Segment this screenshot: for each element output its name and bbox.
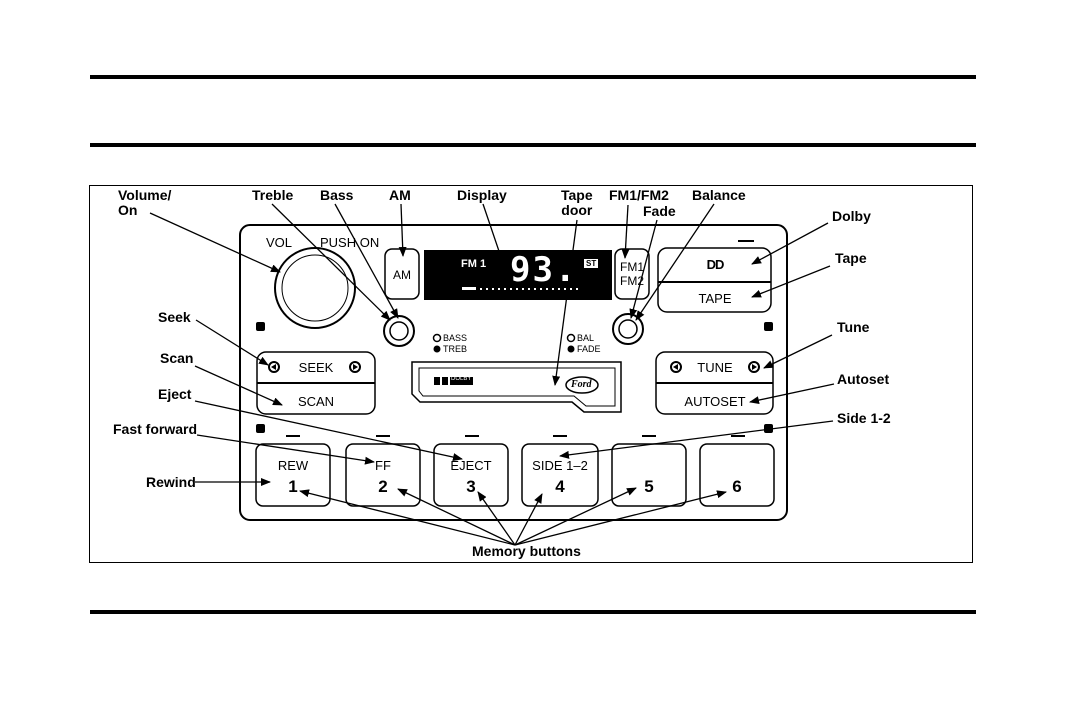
preset-5-number[interactable]: 5 [612, 477, 686, 497]
tune-button[interactable]: TUNE [684, 360, 746, 375]
bal-indicator-label: BAL [577, 333, 594, 343]
push-on-text: PUSH ON [320, 235, 379, 250]
label-fm1-fm2: FM1/FM2 [609, 188, 669, 203]
label-display: Display [457, 188, 507, 203]
mount-hole-tl [256, 322, 265, 331]
label-balance: Balance [692, 188, 746, 203]
label-autoset: Autoset [837, 372, 889, 387]
label-memory-buttons: Memory buttons [472, 544, 581, 559]
tape-button[interactable]: TAPE [680, 291, 750, 306]
preset-2-label[interactable]: FF [346, 458, 420, 473]
fm2-label[interactable]: FM2 [617, 274, 647, 288]
brand-logo-text: Ford [571, 379, 592, 390]
label-eject: Eject [158, 387, 191, 402]
dolby-button[interactable]: DD [700, 257, 730, 272]
label-tape-door: Tape door [561, 188, 593, 218]
display-band: FM 1 [461, 258, 486, 270]
label-tape: Tape [835, 251, 867, 266]
treb-indicator-label: TREB [443, 344, 467, 354]
autoset-button[interactable]: AUTOSET [674, 394, 756, 409]
mount-hole-bl [256, 424, 265, 433]
bass-indicator-label: BASS [443, 333, 467, 343]
preset-2-number[interactable]: 2 [346, 477, 420, 497]
display-stereo: ST [584, 259, 598, 268]
dolby-bnr-badge: DOLBY B NR [451, 376, 487, 382]
fade-indicator-label: FADE [577, 344, 601, 354]
preset-3-number[interactable]: 3 [434, 477, 508, 497]
preset-4-number[interactable]: 4 [522, 477, 598, 497]
scan-button[interactable]: SCAN [285, 394, 347, 409]
label-tune: Tune [837, 320, 869, 335]
label-rewind: Rewind [146, 475, 196, 490]
label-dolby: Dolby [832, 209, 871, 224]
preset-1-number[interactable]: 1 [256, 477, 330, 497]
label-seek: Seek [158, 310, 191, 325]
am-button-label[interactable]: AM [388, 268, 416, 282]
label-treble: Treble [252, 188, 293, 203]
fm1-label[interactable]: FM1 [617, 260, 647, 274]
label-scan: Scan [160, 351, 193, 366]
label-volume-on: Volume/ On [118, 188, 171, 218]
mount-hole-tr [764, 322, 773, 331]
label-side-1-2: Side 1-2 [837, 411, 891, 426]
label-fade: Fade [643, 204, 676, 219]
preset-3-label[interactable]: EJECT [434, 458, 508, 473]
preset-4-label[interactable]: SIDE 1–2 [522, 458, 598, 473]
preset-1-label[interactable]: REW [256, 458, 330, 473]
preset-6-number[interactable]: 6 [700, 477, 774, 497]
seek-button[interactable]: SEEK [285, 360, 347, 375]
label-bass: Bass [320, 188, 353, 203]
label-am: AM [389, 188, 411, 203]
vol-text: VOL [266, 235, 292, 250]
display-frequency: 93. [510, 250, 577, 290]
label-fast-forward: Fast forward [113, 422, 197, 437]
